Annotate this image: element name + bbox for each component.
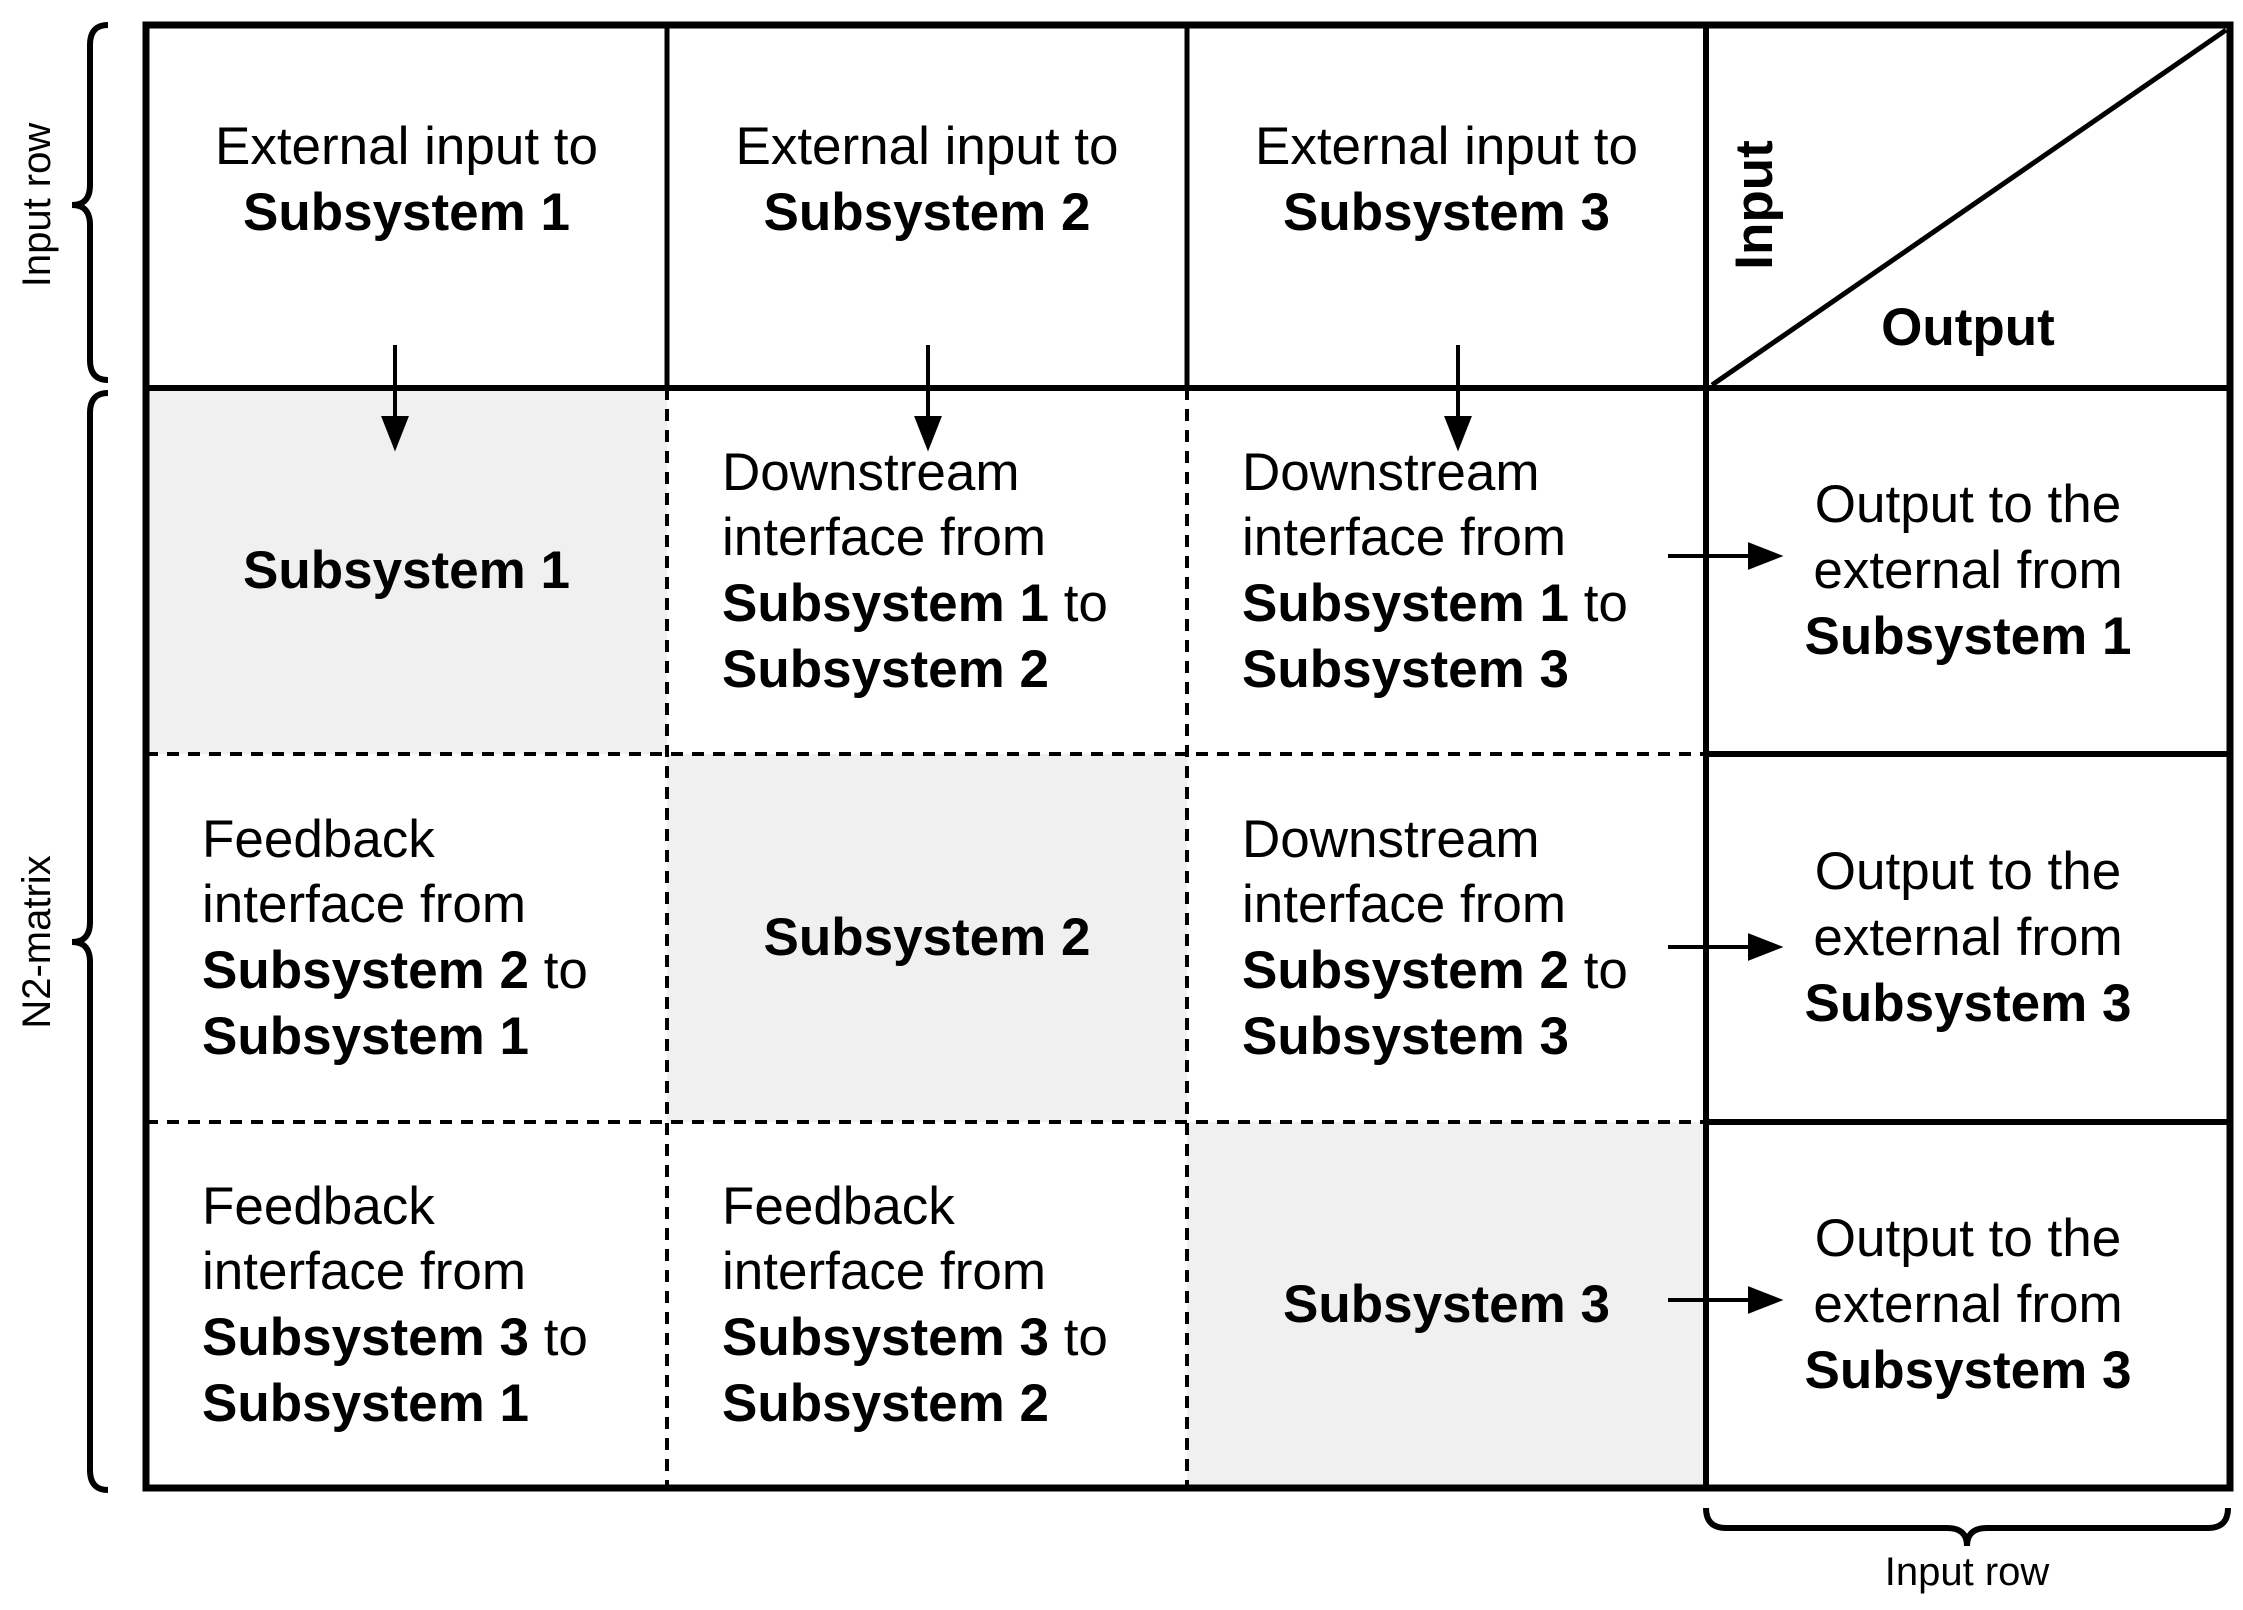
cell-subsystem: Subsystem 2 <box>1242 941 1569 1000</box>
output-arrows <box>1668 542 1784 1314</box>
cell-connector: to <box>1568 574 1628 633</box>
input-row-label-bottom: Input row <box>1885 1550 2050 1594</box>
cell-connector: to <box>528 941 588 1000</box>
n2-matrix-brace <box>71 390 109 1493</box>
input-cell-subsystem-3: External input to Subsystem 3 <box>1187 25 1706 335</box>
cell-connector: to <box>528 1308 588 1367</box>
input-cell-subsystem: Subsystem 2 <box>763 183 1091 242</box>
matrix-cell-subsystem-2: Subsystem 2 <box>667 754 1187 1122</box>
input-row-bottom-brace <box>1703 1507 2231 1547</box>
cell-line: interface from <box>722 1242 1047 1302</box>
cell-line: Feedback <box>202 1176 435 1236</box>
cell-line: Feedback <box>722 1176 955 1236</box>
output-line: Output to the <box>1814 842 2122 902</box>
matrix-cell-subsystem-3: Subsystem 3 <box>1187 1122 1706 1488</box>
output-line: Output to the <box>1814 1209 2122 1269</box>
output-subsystem: Subsystem 3 <box>1804 1340 2132 1400</box>
matrix-cell-r2c1: Feedback interface from Subsystem 2 to S… <box>202 754 662 1122</box>
corner-diagonal-line <box>1710 27 2228 388</box>
input-cell-subsystem: Subsystem 1 <box>243 183 570 242</box>
input-cell-text: External input to <box>735 117 1119 177</box>
matrix-cell-subsystem-1: Subsystem 1 <box>146 388 667 754</box>
input-arrows <box>381 345 1472 452</box>
corner-output-label: Output <box>1881 298 2055 357</box>
cell-subsystem: Subsystem 2 <box>202 941 529 1000</box>
cell-connector: to <box>1048 1308 1108 1367</box>
matrix-cell-r1c2: Downstream interface from Subsystem 1 to… <box>722 388 1182 754</box>
output-cell-2: Output to the external from Subsystem 3 <box>1706 754 2230 1122</box>
input-cell-subsystem-2: External input to Subsystem 2 <box>667 25 1187 335</box>
cell-subsystem: Subsystem 1 <box>202 1373 529 1433</box>
input-cell-subsystem-1: External input to Subsystem 1 <box>146 25 667 335</box>
cell-line: Downstream <box>1242 809 1540 869</box>
output-cell-3: Output to the external from Subsystem 3 <box>1706 1122 2230 1488</box>
output-line: external from <box>1813 1275 2123 1335</box>
input-cell-subsystem: Subsystem 3 <box>1283 183 1610 242</box>
cell-subsystem: Subsystem 3 <box>1242 639 1569 699</box>
cell-connector: to <box>1568 941 1628 1000</box>
corner-input-label: Input <box>1725 140 1784 270</box>
cell-connector: to <box>1048 574 1108 633</box>
subsystem-name: Subsystem 1 <box>243 541 570 601</box>
n2-matrix-label: N2-matrix <box>15 855 59 1028</box>
input-cell-text: External input to <box>1254 117 1638 177</box>
diag-cell-bg-3 <box>1187 1122 1706 1488</box>
cell-line: interface from <box>1242 875 1567 935</box>
cell-subsystem: Subsystem 1 <box>1242 574 1569 633</box>
cell-subsystem: Subsystem 3 <box>1242 1006 1569 1066</box>
cell-subsystem: Subsystem 2 <box>722 1373 1049 1433</box>
output-subsystem: Subsystem 1 <box>1804 606 2132 666</box>
output-cell-1: Output to the external from Subsystem 1 <box>1706 388 2230 754</box>
matrix-cell-r3c2: Feedback interface from Subsystem 3 to S… <box>722 1122 1182 1488</box>
subsystem-name: Subsystem 3 <box>1283 1275 1610 1335</box>
subsystem-name: Subsystem 2 <box>763 908 1091 968</box>
dashed-grid <box>146 388 1706 1488</box>
matrix-cell-r2c3: Downstream interface from Subsystem 2 to… <box>1242 754 1662 1122</box>
diag-cell-bg-2 <box>667 754 1187 1122</box>
cell-subsystem: Subsystem 1 <box>202 1006 529 1066</box>
cell-subsystem: Subsystem 1 <box>722 574 1049 633</box>
cell-line: interface from <box>1242 508 1567 568</box>
cell-line: interface from <box>202 875 527 935</box>
input-row-label-left: Input row <box>15 123 59 288</box>
output-line: external from <box>1813 541 2123 601</box>
cell-subsystem: Subsystem 3 <box>202 1308 529 1367</box>
cell-line: interface from <box>722 508 1047 568</box>
solid-grid <box>142 21 2234 1492</box>
cell-subsystem: Subsystem 3 <box>722 1308 1049 1367</box>
cell-subsystem: Subsystem 2 <box>722 639 1049 699</box>
input-row-brace <box>71 22 109 383</box>
cell-line: interface from <box>202 1242 527 1302</box>
cell-line: Downstream <box>722 442 1020 502</box>
output-line: Output to the <box>1814 475 2122 535</box>
cell-line: Downstream <box>1242 442 1540 502</box>
matrix-cell-r1c3: Downstream interface from Subsystem 1 to… <box>1242 388 1662 754</box>
matrix-cell-r3c1: Feedback interface from Subsystem 3 to S… <box>202 1122 662 1488</box>
output-line: external from <box>1813 908 2123 968</box>
diag-cell-bg-1 <box>146 388 667 754</box>
input-cell-text: External input to <box>214 117 598 177</box>
cell-line: Feedback <box>202 809 435 869</box>
output-subsystem: Subsystem 3 <box>1804 973 2132 1033</box>
